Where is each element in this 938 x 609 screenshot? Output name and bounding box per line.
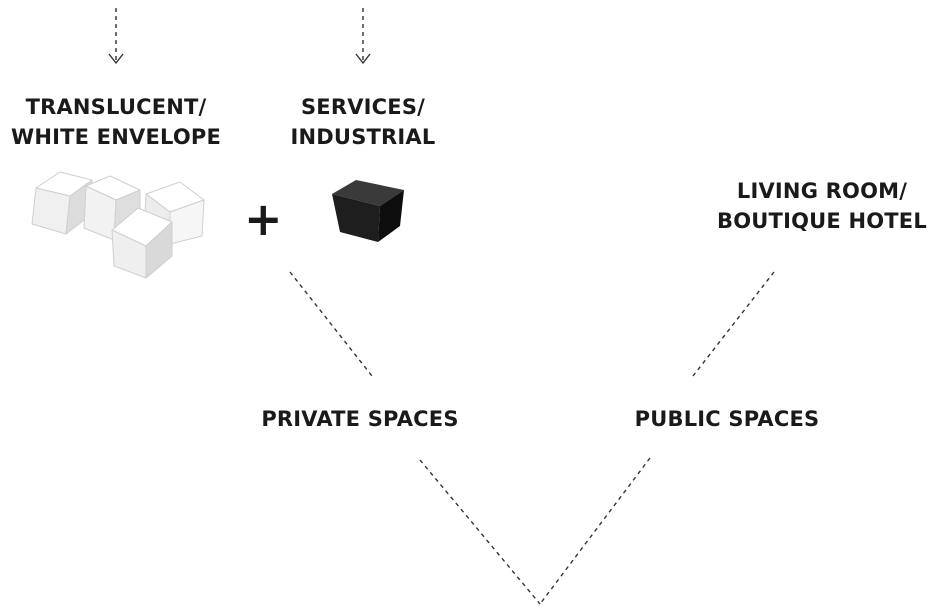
translucent-label-line1: TRANSLUCENT/ xyxy=(25,95,207,119)
white-cube-cluster-icon xyxy=(31,171,205,279)
services-industrial-label: SERVICES/ INDUSTRIAL xyxy=(268,92,458,152)
black-cube-icon xyxy=(332,180,404,242)
dashed-connector-lines xyxy=(289,271,775,605)
living-label-line2: BOUTIQUE HOTEL xyxy=(717,209,927,233)
dashed-down-arrow-icon xyxy=(108,8,124,65)
public-spaces-label: PUBLIC SPACES xyxy=(634,407,820,431)
services-label-line2: INDUSTRIAL xyxy=(290,125,436,149)
living-room-label: LIVING ROOM/ BOUTIQUE HOTEL xyxy=(706,176,938,236)
services-label-line1: SERVICES/ xyxy=(300,95,426,119)
living-label-line1: LIVING ROOM/ xyxy=(736,179,908,203)
translucent-envelope-label: TRANSLUCENT/ WHITE ENVELOPE xyxy=(0,92,232,152)
dashed-down-arrow-icon xyxy=(355,8,371,65)
translucent-label-line2: WHITE ENVELOPE xyxy=(10,125,222,149)
plus-sign: + xyxy=(244,192,283,246)
private-spaces-label: PRIVATE SPACES xyxy=(261,407,459,431)
